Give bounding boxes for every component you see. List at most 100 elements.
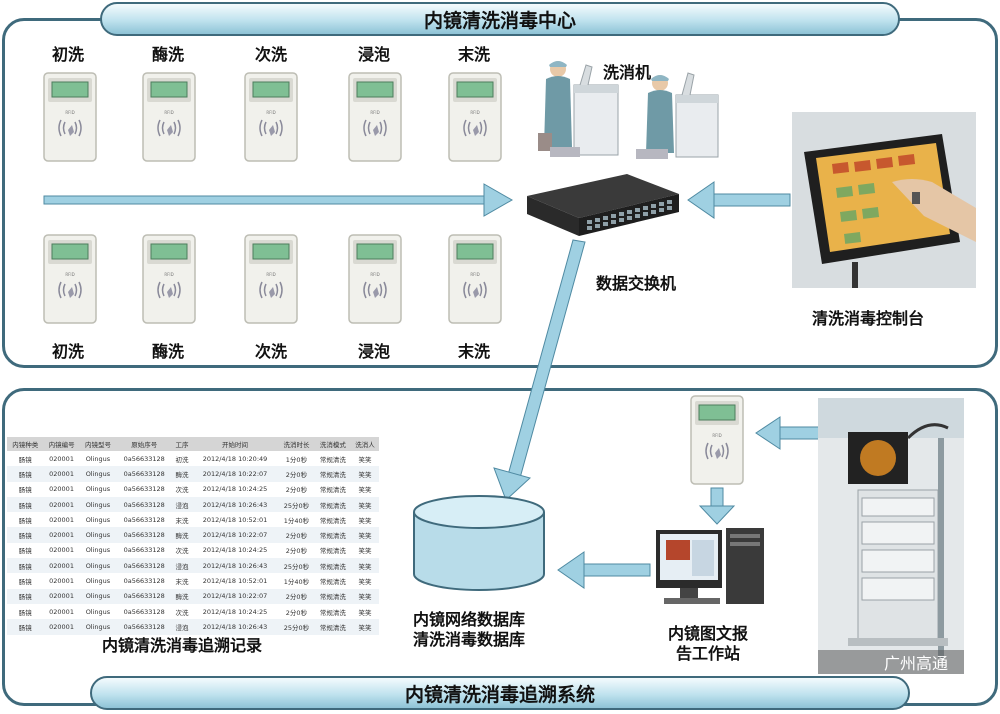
table-cell: Olingus <box>85 577 111 586</box>
table-cell: 次洗 <box>175 547 189 556</box>
rfid-reader-top-2 <box>142 72 196 162</box>
stage-label-bottom-5: 末洗 <box>458 342 491 361</box>
table-cell: 常规清洗 <box>319 547 346 556</box>
table-cell: 020001 <box>43 558 80 574</box>
table-cell: 2分0秒 <box>285 486 308 495</box>
report-workstation-illustration <box>656 528 764 604</box>
washer-label: 洗消机 <box>603 63 652 82</box>
table-cell: 020001 <box>43 496 80 513</box>
table-cell: 常规清洗 <box>314 619 351 635</box>
table-cell: 肠镜 <box>7 588 44 604</box>
table-cell: 次洗 <box>175 608 189 617</box>
washer-machine-illustration <box>538 61 719 159</box>
table-cell: 浸泡 <box>172 558 192 574</box>
table-cell: 笑笑 <box>358 486 372 495</box>
table-header-row: 内镜种类内镜编号内镜型号原始序号工序开始时间洗消时长洗消模式洗消人 <box>7 437 379 451</box>
table-cell: Olingus <box>85 485 111 494</box>
table-cell: 笑笑 <box>351 619 379 635</box>
table-cell: 2分0秒 <box>278 466 315 482</box>
table-cell: 0a56633128 <box>123 485 165 494</box>
table-cell: Olingus <box>85 454 111 463</box>
table-cell: 肠镜 <box>7 558 44 574</box>
table-cell: 0a56633128 <box>116 619 173 635</box>
control-console-illustration <box>792 112 976 288</box>
table-cell: 2012/4/18 10:24:25 <box>202 546 268 555</box>
rfid-reader-top-4 <box>348 72 402 162</box>
table-cell: 020001 <box>49 577 74 586</box>
table-cell: 酶洗 <box>172 466 192 482</box>
table-cell: 末洗 <box>175 578 189 587</box>
table-cell: 2012/4/18 10:20:49 <box>202 454 268 463</box>
table-cell: 25分0秒 <box>278 496 315 513</box>
table-cell: 0a56633128 <box>116 496 173 513</box>
table-cell: 次洗 <box>175 486 189 495</box>
table-cell: 酶洗 <box>172 588 192 604</box>
table-cell: 常规清洗 <box>319 516 346 525</box>
table-cell: 常规清洗 <box>319 455 346 464</box>
database-label-line-2: 清洗消毒数据库 <box>413 630 526 649</box>
rfid-reader-bottom-5 <box>448 234 502 324</box>
table-cell: Olingus <box>79 558 117 574</box>
rfid-reader-top-1 <box>43 72 97 162</box>
table-cell: Olingus <box>85 515 111 524</box>
table-cell: 2分0秒 <box>278 588 315 604</box>
table-cell: 0a56633128 <box>123 546 165 555</box>
table-cell: 肠镜 <box>18 608 32 617</box>
table-cell: 2012/4/18 10:24:25 <box>202 485 268 494</box>
stage-label-bottom-4: 浸泡 <box>358 342 391 361</box>
table-cell: 0a56633128 <box>116 466 173 482</box>
table-cell: 肠镜 <box>7 619 44 635</box>
table-cell: 浸泡 <box>172 496 192 513</box>
stage-label-top-4: 浸泡 <box>358 45 391 64</box>
stage-label-top-2: 酶洗 <box>152 45 185 64</box>
table-cell: 笑笑 <box>351 588 379 604</box>
table-cell: 2012/4/18 10:22:07 <box>191 588 279 604</box>
table-cell: 笑笑 <box>358 578 372 587</box>
table-cell: Olingus <box>79 588 117 604</box>
record-label: 内镜清洗消毒追溯记录 <box>102 636 263 655</box>
table-cell: 0a56633128 <box>123 607 165 616</box>
rfid-reader-top-5 <box>448 72 502 162</box>
rfid-reader-bottom-2 <box>142 234 196 324</box>
table-cell: 笑笑 <box>358 608 372 617</box>
table-cell: 肠镜 <box>18 516 32 525</box>
table-cell: 020001 <box>43 466 80 482</box>
rfid-reader-bottom-3 <box>244 234 298 324</box>
table-cell: 肠镜 <box>7 496 44 513</box>
table-cell: 020001 <box>43 619 80 635</box>
stage-label-top-5: 末洗 <box>458 45 491 64</box>
table-header-cell: 开始时间 <box>191 437 279 451</box>
table-cell: 0a56633128 <box>116 527 173 543</box>
table-cell: 笑笑 <box>358 455 372 464</box>
table-cell: 2012/4/18 10:24:25 <box>202 607 268 616</box>
table-cell: 2012/4/18 10:22:07 <box>191 527 279 543</box>
table-cell: 0a56633128 <box>116 558 173 574</box>
rfid-reader-bottom-4 <box>348 234 402 324</box>
table-cell: 末洗 <box>175 516 189 525</box>
table-cell: 2分0秒 <box>278 527 315 543</box>
table-header-cell: 洗消时长 <box>278 437 315 451</box>
rfid-reader-workstation <box>690 395 744 485</box>
table-header-cell: 内镜型号 <box>79 437 117 451</box>
table-cell: 笑笑 <box>351 466 379 482</box>
table-cell: 初洗 <box>175 455 189 464</box>
table-cell: Olingus <box>79 619 117 635</box>
table-cell: 2012/4/18 10:26:43 <box>191 619 279 635</box>
table-cell: 肠镜 <box>18 486 32 495</box>
table-cell: 常规清洗 <box>314 558 351 574</box>
switch-label: 数据交换机 <box>596 274 677 293</box>
table-cell: 25分0秒 <box>278 619 315 635</box>
database-label-line-1: 内镜网络数据库 <box>413 610 526 629</box>
bottom-title: 内镜清洗消毒追溯系统 <box>90 676 910 710</box>
table-cell: 1分40秒 <box>283 516 310 525</box>
table-cell: 2012/4/18 10:26:43 <box>191 558 279 574</box>
